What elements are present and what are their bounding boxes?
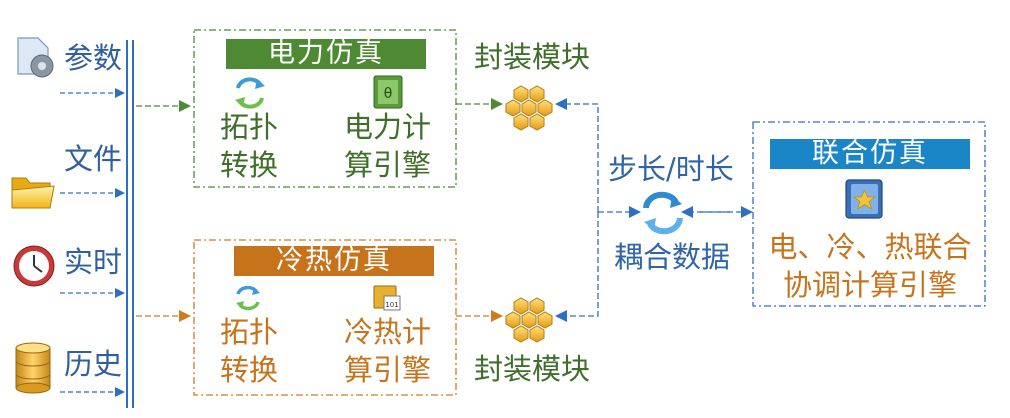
thermal-sim-box xyxy=(193,239,457,396)
thermal-engine-line2: 算引擎 xyxy=(344,353,432,387)
input-label-realtime: 实时 xyxy=(64,245,123,279)
joint-sim-box xyxy=(752,121,986,307)
clock-icon xyxy=(13,245,55,287)
svg-text:101: 101 xyxy=(385,301,398,309)
power-topology-icon xyxy=(235,77,265,109)
joint-sim-title: 联合仿真 xyxy=(770,139,970,169)
thermal-topology-label: 拓扑 转换 xyxy=(220,313,282,389)
joint-engine-line2: 协调计算引擎 xyxy=(782,268,957,302)
package-icon-top xyxy=(505,85,553,131)
package-label-bottom: 封装模块 xyxy=(474,352,591,386)
power-engine-line2: 算引擎 xyxy=(344,148,432,182)
power-engine-line1: 电力计 xyxy=(344,110,432,144)
power-engine-book-icon: θ xyxy=(373,75,403,109)
power-topology-line2: 转换 xyxy=(220,148,279,182)
input-label-history: 历史 xyxy=(64,347,123,381)
thermal-sim-title: 冷热仿真 xyxy=(234,246,434,276)
power-engine-label: 电力计 算引擎 xyxy=(344,108,444,184)
power-topology-line1: 拓扑 xyxy=(220,110,279,144)
thermal-engine-book-icon: 101 xyxy=(373,285,401,311)
power-topology-label: 拓扑 转换 xyxy=(220,108,282,184)
coupling-connectors xyxy=(555,98,753,322)
joint-engine-line1: 电、冷、热联合 xyxy=(768,230,972,264)
data-bus xyxy=(126,40,134,408)
database-icon xyxy=(15,342,51,394)
coupling-sync-icon xyxy=(643,191,683,235)
svg-text:θ: θ xyxy=(384,86,393,102)
coupling-step-label: 步长/时长 xyxy=(608,152,734,186)
thermal-topology-line2: 转换 xyxy=(220,353,279,387)
thermal-engine-label: 冷热计 算引擎 xyxy=(344,313,444,389)
thermal-engine-line1: 冷热计 xyxy=(344,315,432,349)
coupling-data-label: 耦合数据 xyxy=(614,240,731,274)
thermal-topology-line1: 拓扑 xyxy=(220,315,279,349)
folder-icon xyxy=(11,177,55,209)
input-arrows xyxy=(60,88,125,397)
thermal-topology-icon xyxy=(236,285,260,311)
input-label-params: 参数 xyxy=(64,41,123,75)
package-label-top: 封装模块 xyxy=(474,40,591,74)
package-icon-bottom xyxy=(505,297,553,343)
gear-document-icon xyxy=(17,37,54,78)
joint-engine-book-icon xyxy=(845,179,883,219)
joint-engine-label: 电、冷、热联合 协调计算引擎 xyxy=(755,228,985,304)
input-label-file: 文件 xyxy=(64,142,123,176)
power-sim-title: 电力仿真 xyxy=(226,39,426,69)
power-sim-box xyxy=(193,29,457,188)
